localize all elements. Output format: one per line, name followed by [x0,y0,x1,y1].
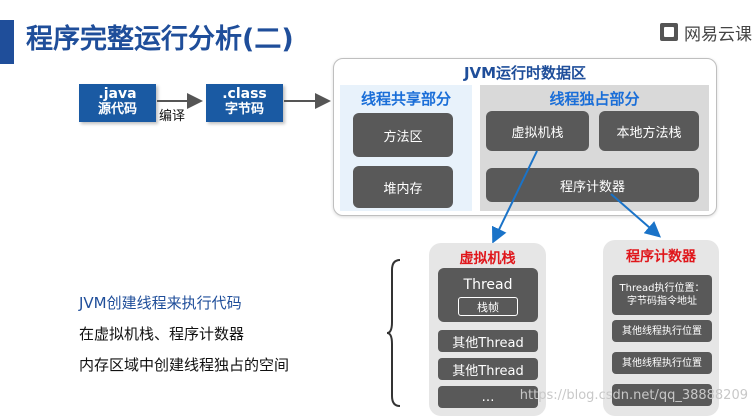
method-area-box: 方法区 [353,113,453,157]
class-bytecode-box: .class 字节码 [206,84,283,122]
brand-text: 网易云课 [684,24,752,45]
other-thread-ellipsis-box: … [438,386,538,408]
jvm-runtime-title: JVM运行时数据区 [463,64,587,82]
title-accent-bar [0,20,14,64]
thread-position-line-1: Thread执行位置： [619,283,705,294]
thread-position-line-2: 字节码指令地址 [627,296,697,307]
compile-label: 编译 [159,109,186,124]
description-line-1: JVM创建线程来执行代码 [79,294,242,312]
other-thread-position-box: 其他线程执行位置 [612,352,712,374]
other-thread-box: 其他Thread [438,330,538,352]
java-ext: .java [98,86,137,102]
other-thread-position-box-empty [612,384,712,406]
native-method-stack-box: 本地方法栈 [599,111,699,151]
program-counter-box: 程序计数器 [486,168,699,202]
thread-shared-title: 线程共享部分 [360,90,451,108]
class-label: 字节码 [224,102,264,117]
brace-bracket [386,259,401,407]
thread-private-title: 线程独占部分 [549,90,640,108]
vm-stack-box: 虚拟机栈 [486,111,589,151]
thread-label: Thread [463,277,513,293]
vm-stack-panel-title: 虚拟机栈 [459,251,516,267]
slide-title: 程序完整运行分析(二) [26,24,294,55]
class-ext: .class [222,86,267,102]
java-source-box: .java 源代码 [79,84,156,122]
description-line-2: 在虚拟机栈、程序计数器 [79,325,245,343]
other-thread-box: 其他Thread [438,358,538,380]
stack-frame-box: 栈帧 [458,297,518,316]
program-counter-panel-title: 程序计数器 [626,249,696,265]
other-thread-position-box: 其他线程执行位置 [612,320,712,342]
thread-position-box: Thread执行位置： 字节码指令地址 [612,275,712,315]
java-label: 源代码 [97,102,137,117]
brand-logo: 网易云课 [660,20,752,45]
thread-box: Thread [438,268,538,322]
heap-box: 堆内存 [353,166,453,208]
watermark-url: https://blog.csdn.net/qq_38888209 [519,388,748,403]
netease-logo-icon [660,23,678,41]
description-line-3: 内存区域中创建线程独占的空间 [79,356,290,374]
